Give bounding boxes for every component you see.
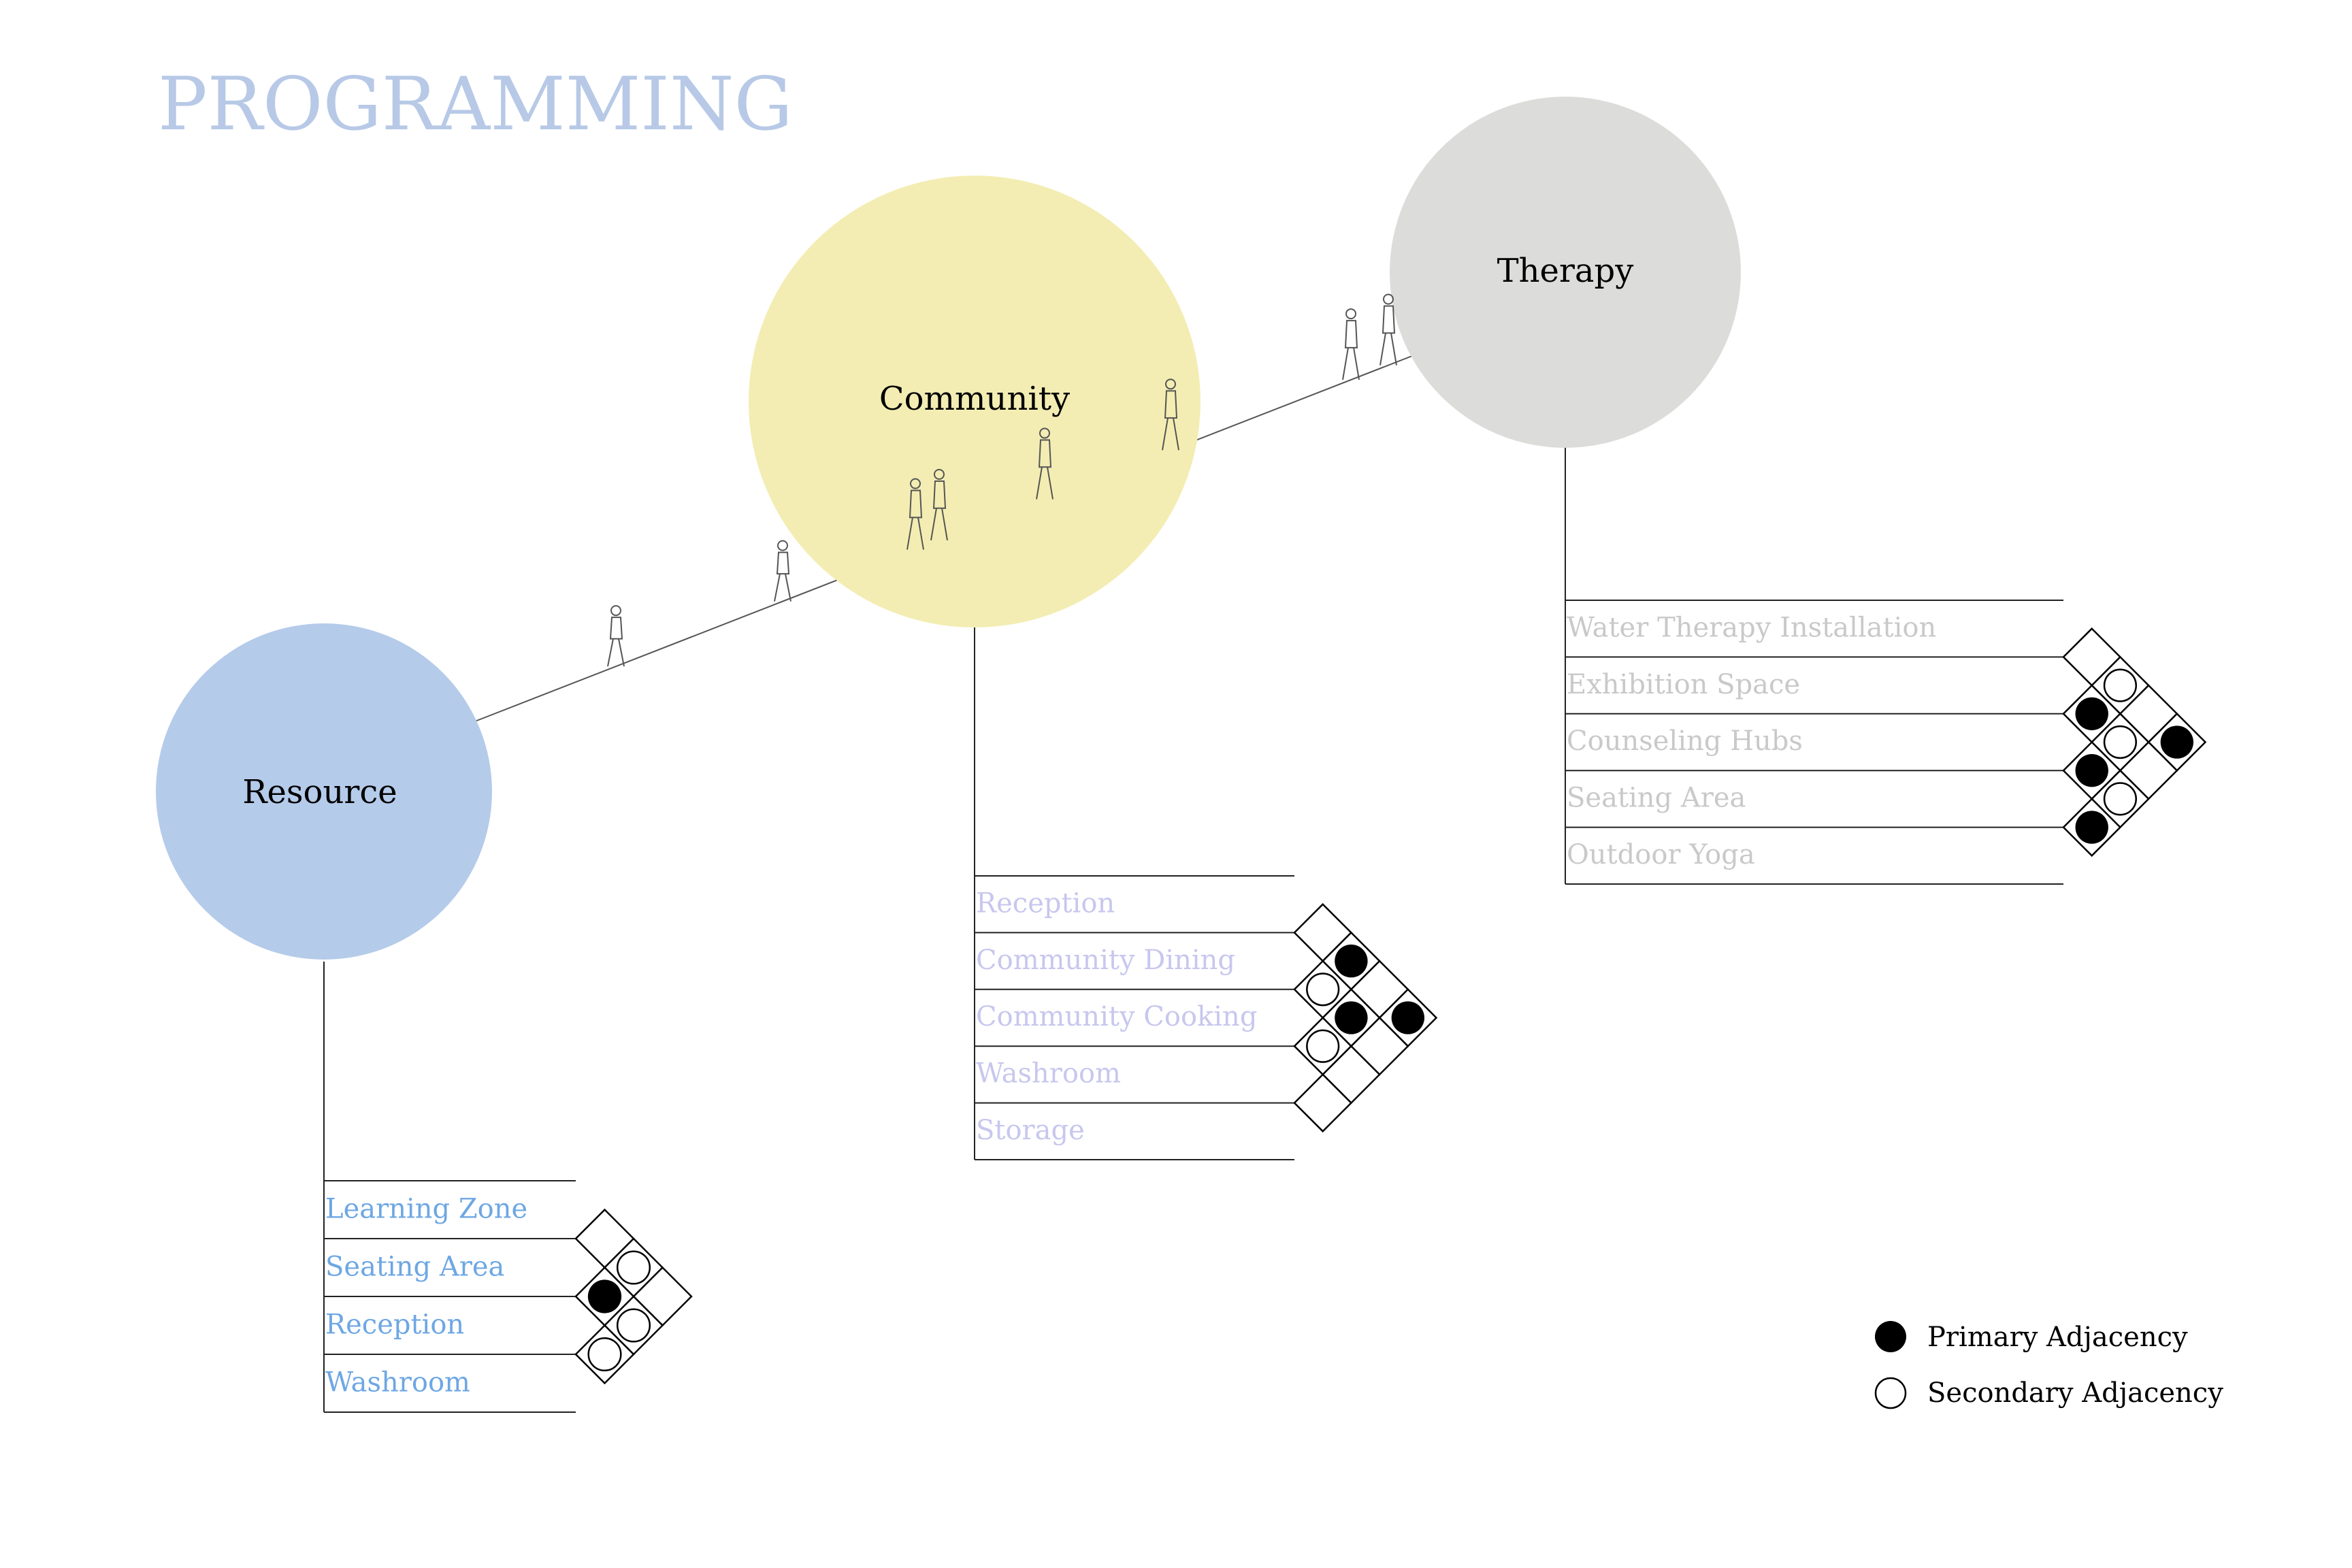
person-figure xyxy=(1162,378,1179,451)
primary-adjacency-dot xyxy=(1335,944,1368,978)
person-figure xyxy=(906,478,924,550)
secondary-adjacency-dot xyxy=(2103,668,2138,702)
secondary-adjacency-dot xyxy=(616,1308,651,1343)
primary-adjacency-legend-dot xyxy=(1875,1321,1906,1352)
room-label: Seating Area xyxy=(1567,783,1746,814)
room-label: Seating Area xyxy=(325,1251,504,1282)
community-zone-label: Community xyxy=(879,380,1070,418)
person-figure xyxy=(1342,308,1360,380)
resource-zone-circle xyxy=(156,623,492,960)
primary-adjacency-dot xyxy=(587,1279,622,1313)
therapy-zone-circle xyxy=(1390,97,1741,448)
page-title: PROGRAMMING xyxy=(158,62,793,147)
walking-people-figures xyxy=(607,293,1397,667)
therapy-zone-label: Therapy xyxy=(1497,252,1634,290)
primary-adjacency-dot xyxy=(2075,754,2108,787)
room-label: Washroom xyxy=(976,1058,1121,1090)
room-label: Water Therapy Installation xyxy=(1567,612,1936,643)
primary-adjacency-legend-label: Primary Adjacency xyxy=(1927,1322,2188,1353)
secondary-adjacency-dot xyxy=(587,1337,622,1372)
room-label: Reception xyxy=(325,1309,464,1340)
person-figure xyxy=(1036,427,1054,500)
community-zone-circle xyxy=(749,176,1200,627)
secondary-adjacency-dot xyxy=(2103,725,2138,760)
person-figure xyxy=(930,468,948,541)
primary-adjacency-dot xyxy=(2075,697,2108,730)
person-figure xyxy=(607,605,625,667)
secondary-adjacency-dot xyxy=(1306,973,1340,1007)
secondary-adjacency-legend-label: Secondary Adjacency xyxy=(1927,1377,2223,1409)
secondary-adjacency-dot xyxy=(2103,782,2138,816)
room-label: Washroom xyxy=(325,1367,470,1398)
secondary-adjacency-legend-dot xyxy=(1874,1377,1907,1409)
room-label: Learning Zone xyxy=(325,1193,527,1224)
person-figure xyxy=(774,540,791,602)
secondary-adjacency-dot xyxy=(616,1250,651,1285)
room-label: Reception xyxy=(976,887,1115,919)
room-label: Counseling Hubs xyxy=(1567,725,1803,757)
adjacency-cell xyxy=(1293,1073,1353,1133)
room-label: Community Cooking xyxy=(976,1001,1257,1032)
resource-zone-label: Resource xyxy=(242,773,397,811)
room-label: Community Dining xyxy=(976,945,1235,976)
person-figure xyxy=(1379,293,1397,365)
primary-adjacency-dot xyxy=(1335,1001,1368,1034)
primary-adjacency-dot xyxy=(2160,725,2193,759)
secondary-adjacency-dot xyxy=(1306,1029,1340,1063)
room-label: Storage xyxy=(976,1115,1085,1146)
primary-adjacency-dot xyxy=(2075,811,2108,844)
primary-adjacency-dot xyxy=(1391,1001,1424,1034)
room-label: Exhibition Space xyxy=(1567,669,1800,700)
room-label: Outdoor Yoga xyxy=(1567,839,1755,870)
legend: Primary Adjacency Secondary Adjacency xyxy=(1874,1321,2223,1409)
